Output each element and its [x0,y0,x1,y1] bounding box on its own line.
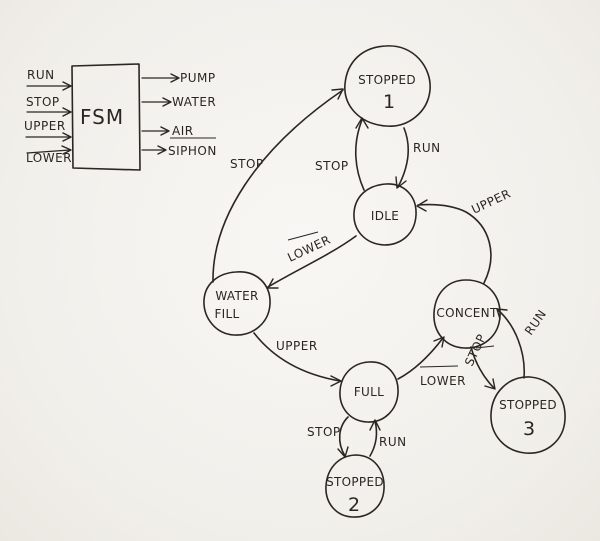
transition-stopped1-to-idle-label: RUN [413,141,441,155]
transition-stopped1-to-idle: RUN [395,127,441,189]
input-lower-arrow [26,149,71,154]
fsm-block: FSM [71,63,141,171]
transition-idle-to-waterfill-label: LOWER [285,233,333,265]
input-stop-label: STOP [26,95,60,109]
fsm-box [71,63,141,171]
stop-overline [475,345,495,349]
lower-overline-2 [419,365,459,368]
transition-full-to-concent: LOWER [397,336,466,388]
transition-concent-to-stopped3-label: STOP [462,332,489,368]
fsm-title: FSM [80,105,124,129]
state-concent-name: CONCENT [436,306,498,320]
state-stopped-3: STOPPED 3 [490,376,566,454]
state-stopped-2: STOPPED 2 [325,454,385,518]
state-full: FULL [339,361,399,423]
fsm-inputs: RUN STOP UPPER LOWER [24,68,72,165]
output-water-label: WATER [172,95,216,109]
transition-waterfill-to-stopped1-label: STOP [230,157,264,171]
state-stopped-1-name: STOPPED [358,73,416,87]
state-stopped-2-name: STOPPED [326,475,384,489]
state-concent: CONCENT [433,279,501,349]
state-water-fill: WATER FILL [203,271,271,336]
transition-full-to-stopped2-label: STOP [307,425,341,439]
state-idle: IDLE [353,183,417,246]
transition-idle-to-stopped1: STOP [315,117,369,191]
transition-waterfill-to-stopped1: STOP [212,88,344,283]
transition-idle-to-stopped1-label: STOP [315,159,349,173]
input-upper-label: UPPER [24,119,66,133]
transition-waterfill-to-full: UPPER [253,332,342,387]
state-idle-name: IDLE [371,209,399,223]
transition-stopped3-to-concent: RUN [496,307,549,379]
input-run-label: RUN [27,68,55,82]
transition-idle-to-waterfill: LOWER [267,231,357,289]
state-stopped-3-name: STOPPED [499,398,557,412]
state-water-fill-line2: FILL [214,307,239,321]
state-stopped-2-num: 2 [348,494,360,516]
output-pump-label: PUMP [180,71,216,85]
transition-stopped2-to-full-label: RUN [379,435,407,449]
transition-stopped3-to-concent-label: RUN [522,307,549,338]
transition-waterfill-to-full-label: UPPER [276,339,318,353]
state-stopped-3-num: 3 [523,418,535,440]
transition-full-to-stopped2: STOP [307,416,349,458]
state-full-name: FULL [354,385,384,399]
state-stopped-1-num: 1 [383,91,395,113]
transition-full-to-concent-label: LOWER [420,374,466,388]
transition-concent-to-stopped3: STOP [462,332,496,390]
state-stopped-1: STOPPED 1 [344,45,431,127]
state-water-fill-line1: WATER [215,289,258,303]
lower-overline-1 [287,231,319,241]
transition-stopped2-to-full: RUN [369,419,407,457]
fsm-outputs: PUMP WATER AIR SIPHON [141,71,217,158]
transition-concent-to-idle-label: UPPER [469,186,513,216]
output-siphon-label: SIPHON [168,144,217,158]
output-air-label: AIR [172,124,194,138]
input-lower-label: LOWER [26,151,72,165]
transition-concent-to-idle: UPPER [416,186,513,284]
